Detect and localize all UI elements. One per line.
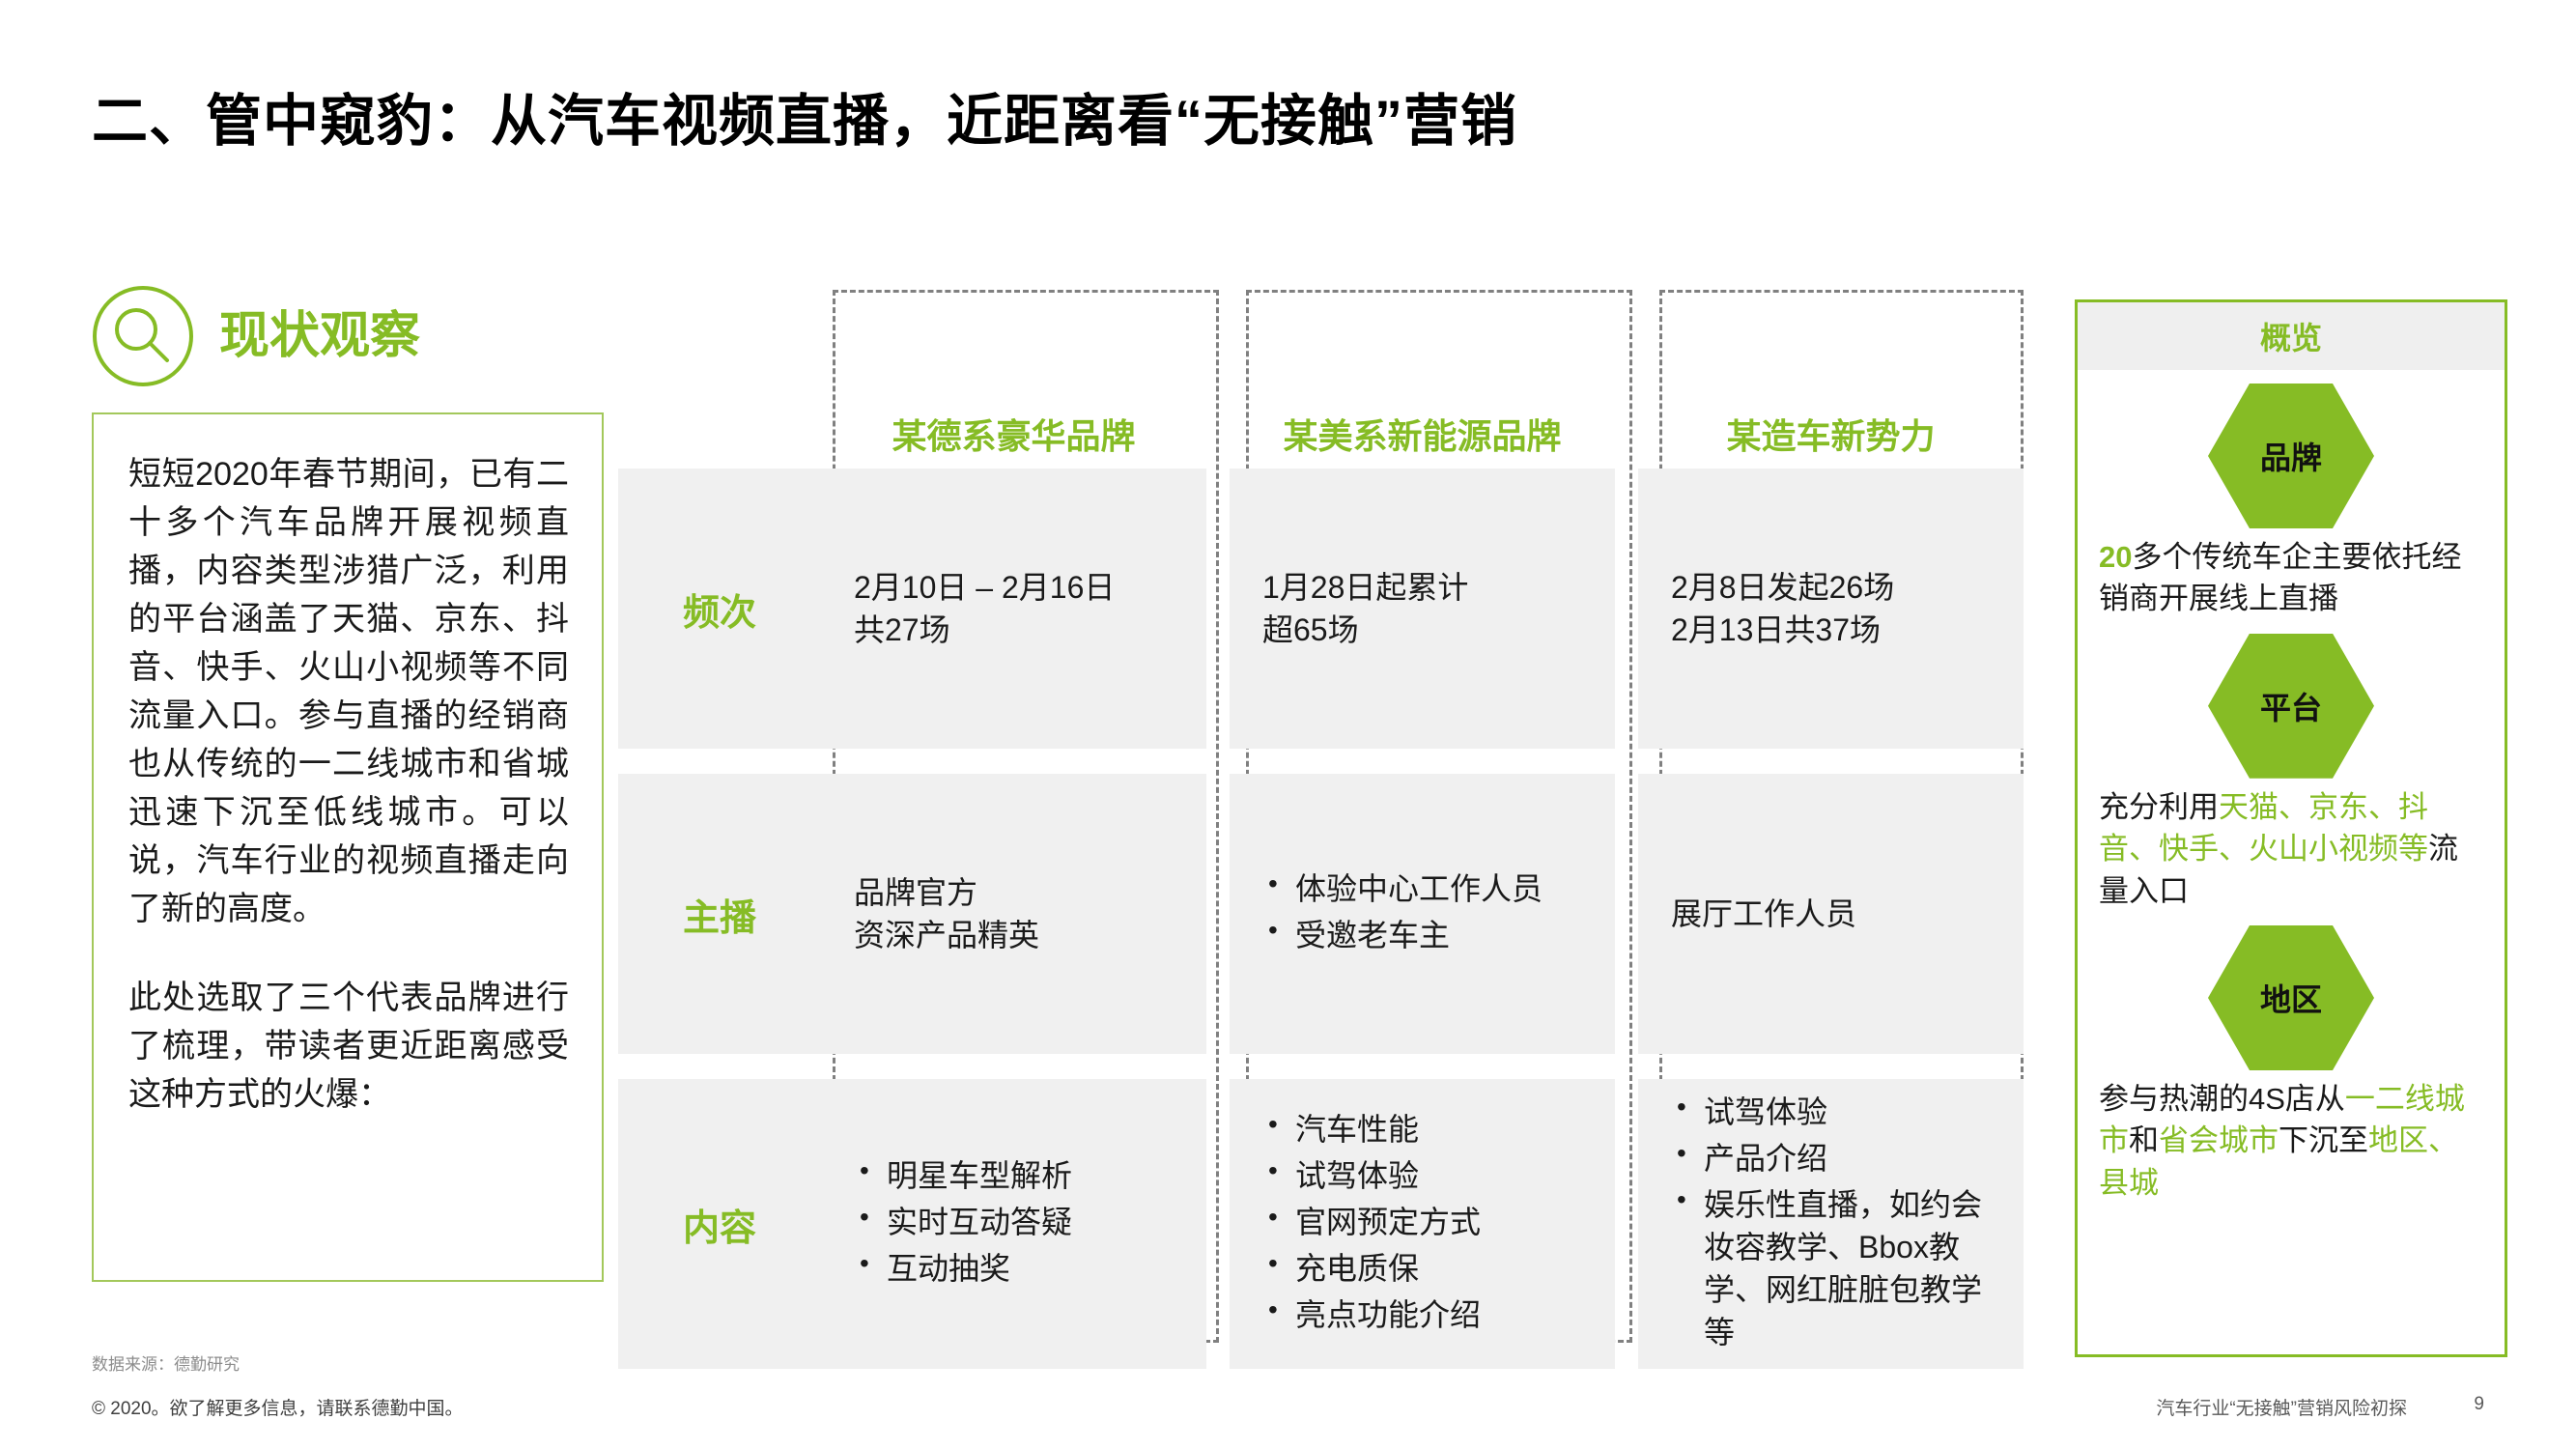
overview-item-text: 充分利用天猫、京东、抖音、快手、火山小视频等流量入口 — [2099, 786, 2483, 912]
row-label: 内容 — [618, 1079, 821, 1369]
hexagon-badge: 地区 — [2208, 924, 2374, 1070]
page-number: 9 — [2474, 1394, 2484, 1414]
comparison-matrix: 某德系豪华品牌 某美系新能源品牌 某造车新势力 频次 2月10日 – 2月16日… — [618, 290, 2024, 1369]
cell-line: 展厅工作人员 — [1671, 895, 1857, 931]
table-cell: 汽车性能试驾体验官网预定方式充电质保亮点功能介绍 — [1230, 1079, 1615, 1369]
text-fragment: 地区、县城 — [2099, 1123, 2458, 1200]
overview-header: 概览 — [2078, 302, 2505, 370]
text-fragment: 充分利用 — [2099, 789, 2219, 824]
row-spacer — [618, 1054, 2024, 1079]
cell-line: 1月28日起累计 — [1262, 569, 1469, 605]
hexagon-badge: 平台 — [2208, 633, 2374, 779]
list-item: 明星车型解析 — [854, 1152, 1174, 1197]
text-fragment: 一二线城市 — [2099, 1081, 2465, 1158]
table-cell: 2月8日发起26场 2月13日共37场 — [1638, 469, 2024, 749]
overview-item-text: 20多个传统车企主要依托经销商开展线上直播 — [2099, 536, 2483, 620]
page-title: 二、管中窥豹：从汽车视频直播，近距离看“无接触”营销 — [92, 90, 1518, 153]
observation-header: 现状观察 — [92, 280, 604, 391]
list-item: 汽车性能 — [1262, 1106, 1582, 1151]
row-label: 主播 — [618, 774, 821, 1054]
row-spacer — [618, 749, 2024, 774]
list-item: 试驾体验 — [1262, 1152, 1582, 1197]
observation-paragraph: 此处选取了三个代表品牌进行了梳理，带读者更近距离感受这种方式的火爆： — [128, 979, 569, 1113]
text-fragment: 多个传统车企主要依托经销商开展线上直播 — [2099, 540, 2462, 616]
cell-line: 2月13日共37场 — [1671, 612, 1881, 647]
search-circle-icon — [92, 285, 194, 387]
text-fragment: 流量入口 — [2099, 832, 2458, 908]
table-cell: 展厅工作人员 — [1638, 774, 2024, 1054]
table-row: 内容 明星车型解析实时互动答疑互动抽奖 汽车性能试驾体验官网预定方式充电质保亮点… — [618, 1079, 2024, 1369]
list-item: 娱乐性直播，如约会妆容教学、Bbox教学、网红脏脏包教学等 — [1671, 1181, 1991, 1354]
matrix-corner — [618, 290, 821, 469]
row-label: 频次 — [618, 469, 821, 749]
cell-line: 资深产品精英 — [854, 918, 1040, 952]
table-cell: 明星车型解析实时互动答疑互动抽奖 — [821, 1079, 1206, 1369]
cell-line: 超65场 — [1262, 612, 1359, 647]
text-fragment: 20 — [2099, 540, 2133, 574]
overview-item: 品牌 20多个传统车企主要依托经销商开展线上直播 — [2078, 384, 2505, 620]
list-item: 产品介绍 — [1671, 1135, 1991, 1179]
cell-line: 2月8日发起26场 — [1671, 569, 1895, 605]
cell-list: 体验中心工作人员受邀老车主 — [1262, 866, 1582, 960]
table-cell: 2月10日 – 2月16日共27场 — [821, 469, 1206, 749]
matrix-header-row: 某德系豪华品牌 某美系新能源品牌 某造车新势力 — [618, 290, 2024, 469]
column-header: 某美系新能源品牌 — [1283, 416, 1562, 456]
text-fragment: 天猫、京东、抖音、快手、火山小视频等 — [2099, 789, 2428, 867]
observation-paragraph: 短短2020年春节期间，已有二十多个汽车品牌开展视频直播，内容类型涉猎广泛，利用… — [128, 456, 569, 927]
overview-item-text: 参与热潮的4S店从一二线城市和省会城市下沉至地区、县城 — [2099, 1078, 2483, 1204]
list-item: 亮点功能介绍 — [1262, 1292, 1582, 1336]
cell-line: 2月10日 – 2月16日 — [854, 569, 1116, 605]
list-item: 充电质保 — [1262, 1245, 1582, 1290]
table-cell: 试驾体验产品介绍娱乐性直播，如约会妆容教学、Bbox教学、网红脏脏包教学等 — [1638, 1079, 2024, 1369]
list-item: 体验中心工作人员 — [1262, 866, 1582, 910]
list-item: 实时互动答疑 — [854, 1199, 1174, 1243]
list-item: 试驾体验 — [1671, 1089, 1991, 1133]
column-header: 某德系豪华品牌 — [892, 416, 1136, 456]
cell-list: 明星车型解析实时互动答疑互动抽奖 — [854, 1152, 1174, 1293]
text-fragment: 下沉至 — [2279, 1123, 2368, 1158]
observation-title: 现状观察 — [219, 307, 421, 364]
text-fragment: 省会城市 — [2159, 1123, 2279, 1158]
list-item: 互动抽奖 — [854, 1245, 1174, 1290]
cell-list: 试驾体验产品介绍娱乐性直播，如约会妆容教学、Bbox教学、网红脏脏包教学等 — [1671, 1089, 1991, 1358]
list-item: 官网预定方式 — [1262, 1199, 1582, 1243]
overview-item: 地区 参与热潮的4S店从一二线城市和省会城市下沉至地区、县城 — [2078, 924, 2505, 1204]
document-title-footer: 汽车行业“无接触”营销风险初探 — [2156, 1399, 2407, 1419]
cell-line: 共27场 — [854, 612, 950, 647]
table-cell: 品牌官方资深产品精英 — [821, 774, 1206, 1054]
text-fragment: 和 — [2129, 1123, 2159, 1158]
source-note: 数据来源：德勤研究 — [92, 1355, 240, 1374]
hexagon-badge: 品牌 — [2208, 384, 2374, 528]
overview-panel: 概览 品牌 20多个传统车企主要依托经销商开展线上直播 平台 充分利用天猫、京东… — [2075, 299, 2507, 1357]
table-cell: 体验中心工作人员受邀老车主 — [1230, 774, 1615, 1054]
table-cell: 1月28日起累计超65场 — [1230, 469, 1615, 749]
text-fragment: 参与热潮的4S店从 — [2099, 1081, 2345, 1116]
list-item: 受邀老车主 — [1262, 912, 1582, 956]
column-header: 某造车新势力 — [1726, 416, 1936, 456]
observation-textbox: 短短2020年春节期间，已有二十多个汽车品牌开展视频直播，内容类型涉猎广泛，利用… — [92, 412, 604, 1282]
overview-item: 平台 充分利用天猫、京东、抖音、快手、火山小视频等流量入口 — [2078, 633, 2505, 912]
copyright-note: © 2020。欲了解更多信息，请联系德勤中国。 — [92, 1399, 464, 1419]
table-row: 频次 2月10日 – 2月16日共27场 1月28日起累计超65场 2月8日发起… — [618, 469, 2024, 749]
observation-section: 现状观察 短短2020年春节期间，已有二十多个汽车品牌开展视频直播，内容类型涉猎… — [92, 280, 604, 1282]
cell-line: 品牌官方 — [854, 874, 978, 910]
cell-list: 汽车性能试驾体验官网预定方式充电质保亮点功能介绍 — [1262, 1106, 1582, 1341]
